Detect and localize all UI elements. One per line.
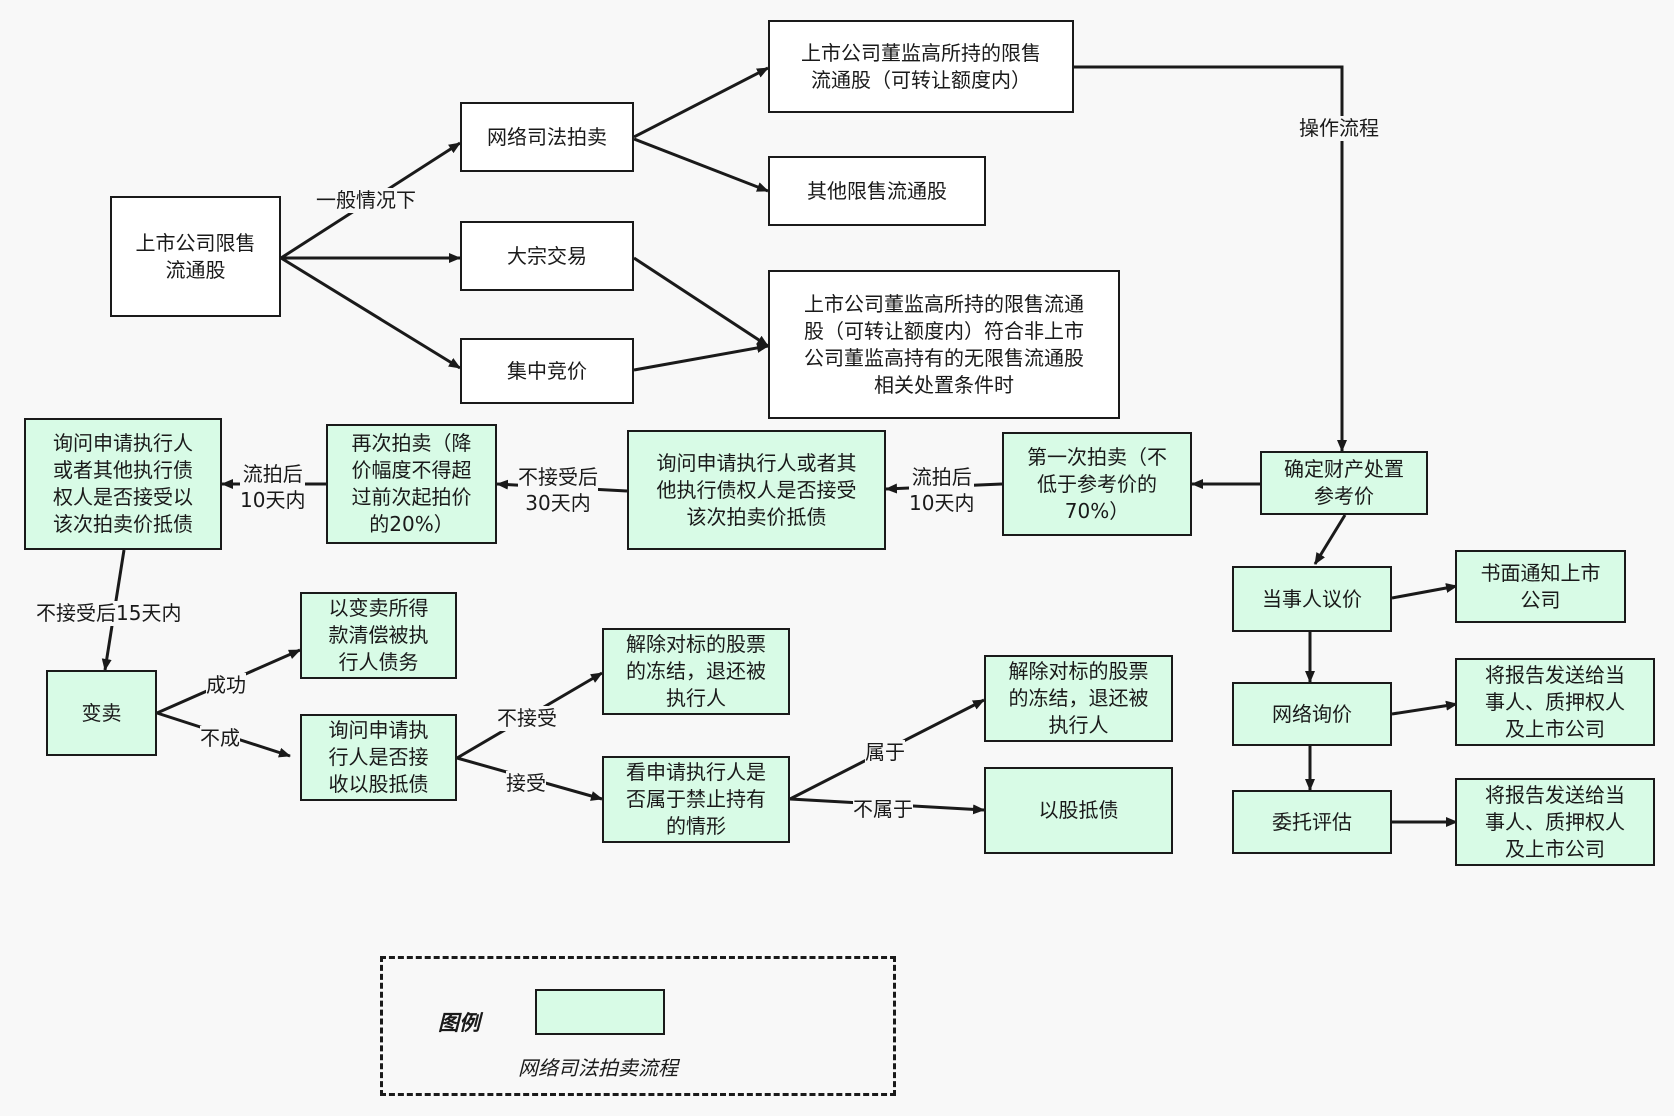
node-exec-restricted-shares: 上市公司董监高所持的限售 流通股（可转让额度内）	[768, 20, 1074, 113]
edge-label-belongs: 属于	[865, 740, 905, 765]
legend-title: 图例	[438, 1011, 480, 1035]
edge-label-not-accept-15-days: 不接受后15天内	[36, 601, 182, 626]
edge-label-failed-10-days-a: 流拍后 10天内	[909, 464, 975, 516]
node-exec-condition: 上市公司董监高所持的限售流通 股（可转让额度内）符合非上市 公司董监高持有的无限…	[768, 270, 1120, 419]
node-text: 看申请执行人是 否属于禁止持有 的情形	[626, 760, 766, 838]
node-text: 解除对标的股票 的冻结，退还被 执行人	[626, 632, 766, 710]
edge-listed-to-central-bidding	[280, 256, 461, 370]
node-text: 变卖	[81, 700, 122, 725]
edge-label-not-belongs: 不属于	[853, 797, 913, 822]
node-text: 上市公司限售 流通股	[135, 230, 256, 282]
node-text: 大宗交易	[507, 243, 587, 268]
edge-block-trade-to-condition	[633, 256, 769, 348]
edge-central-bidding-to-condition	[633, 343, 769, 372]
node-text: 网络询价	[1272, 701, 1352, 726]
node-first-auction: 第一次拍卖（不 低于参考价的 70%）	[1002, 432, 1192, 536]
edge-exec-restricted-to-determine-price	[1074, 65, 1347, 452]
edge-negotiation-to-notify	[1391, 583, 1458, 600]
node-block-trade: 大宗交易	[460, 221, 634, 291]
edge-label-general-case: 一般情况下	[316, 188, 416, 213]
node-text: 委托评估	[1272, 809, 1352, 834]
node-ask-accept-second: 询问申请执行人 或者其他执行债 权人是否接受以 该次拍卖价抵债	[24, 418, 222, 550]
edge-online-auction-to-exec-restricted	[633, 66, 769, 139]
node-repay-debt: 以变卖所得 款清偿被执 行人债务	[300, 592, 457, 679]
node-text: 将报告发送给当 事人、质押权人 及上市公司	[1485, 782, 1625, 861]
node-determine-reference-price: 确定财产处置 参考价	[1260, 451, 1428, 515]
edge-determine-price-to-negotiation	[1313, 514, 1347, 565]
node-shares-for-debt: 以股抵债	[984, 767, 1173, 854]
node-text: 询问申请执行人或者其 他执行债权人是否接受 该次拍卖价抵债	[656, 450, 857, 529]
node-text: 集中竞价	[507, 358, 587, 383]
node-text: 将报告发送给当 事人、质押权人 及上市公司	[1485, 662, 1625, 741]
edge-label-fail: 不成	[200, 726, 240, 751]
node-party-negotiation: 当事人议价	[1232, 566, 1392, 632]
node-release-freeze-2: 解除对标的股票 的冻结，退还被 执行人	[984, 655, 1173, 742]
edge-online-auction-to-other	[633, 137, 769, 193]
node-check-prohibited: 看申请执行人是 否属于禁止持有 的情形	[602, 756, 790, 843]
node-text: 上市公司董监高所持的限售 流通股（可转让额度内）	[801, 40, 1041, 92]
node-send-report-1: 将报告发送给当 事人、质押权人 及上市公司	[1455, 658, 1655, 746]
node-online-judicial-auction: 网络司法拍卖	[460, 102, 634, 172]
node-text: 以股抵债	[1038, 798, 1119, 822]
node-text: 当事人议价	[1262, 586, 1362, 611]
node-listed-restricted-shares: 上市公司限售 流通股	[110, 196, 281, 317]
node-text: 以变卖所得 款清偿被执 行人债务	[328, 596, 429, 674]
node-text: 第一次拍卖（不 低于参考价的 70%）	[1027, 444, 1167, 523]
legend-box	[380, 956, 896, 1096]
edge-online-inquiry-to-report-1	[1391, 700, 1458, 716]
node-central-bidding: 集中竞价	[460, 338, 634, 404]
node-text: 确定财产处置 参考价	[1284, 457, 1404, 508]
node-release-freeze-1: 解除对标的股票 的冻结，退还被 执行人	[602, 628, 790, 715]
node-sell-off: 变卖	[46, 670, 157, 756]
edge-label-success: 成功	[206, 673, 246, 698]
node-text: 书面通知上市 公司	[1480, 560, 1601, 612]
node-text: 再次拍卖（降 价幅度不得超 过前次起拍价 的20%）	[351, 431, 472, 536]
node-text: 询问申请执 行人是否接 收以股抵债	[328, 718, 429, 796]
legend-swatch-green	[535, 989, 665, 1035]
node-appraisal: 委托评估	[1232, 790, 1392, 854]
node-text: 网络司法拍卖	[487, 124, 607, 149]
node-text: 解除对标的股票 的冻结，退还被 执行人	[1008, 659, 1149, 737]
node-other-restricted-shares: 其他限售流通股	[768, 156, 986, 226]
node-second-auction: 再次拍卖（降 价幅度不得超 过前次起拍价 的20%）	[326, 424, 497, 544]
node-text: 上市公司董监高所持的限售流通 股（可转让额度内）符合非上市 公司董监高持有的无限…	[804, 291, 1084, 397]
node-ask-accept-first: 询问申请执行人或者其 他执行债权人是否接受 该次拍卖价抵债	[627, 430, 886, 550]
legend-caption: 网络司法拍卖流程	[518, 1056, 678, 1080]
node-ask-shares-for-debt: 询问申请执 行人是否接 收以股抵债	[300, 714, 457, 801]
edge-label-operation-flow: 操作流程	[1299, 116, 1379, 141]
node-send-report-2: 将报告发送给当 事人、质押权人 及上市公司	[1455, 778, 1655, 866]
node-text: 其他限售流通股	[807, 178, 947, 203]
node-notify-company: 书面通知上市 公司	[1455, 550, 1626, 623]
edge-label-accept: 接受	[506, 771, 546, 796]
node-online-inquiry: 网络询价	[1232, 682, 1392, 746]
node-text: 询问申请执行人 或者其他执行债 权人是否接受以 该次拍卖价抵债	[53, 431, 193, 536]
edge-label-not-accept: 不接受	[497, 706, 557, 731]
edge-label-failed-10-days-b: 流拍后 10天内	[240, 461, 306, 513]
edge-label-not-accept-30-days: 不接受后 30天内	[518, 464, 598, 516]
